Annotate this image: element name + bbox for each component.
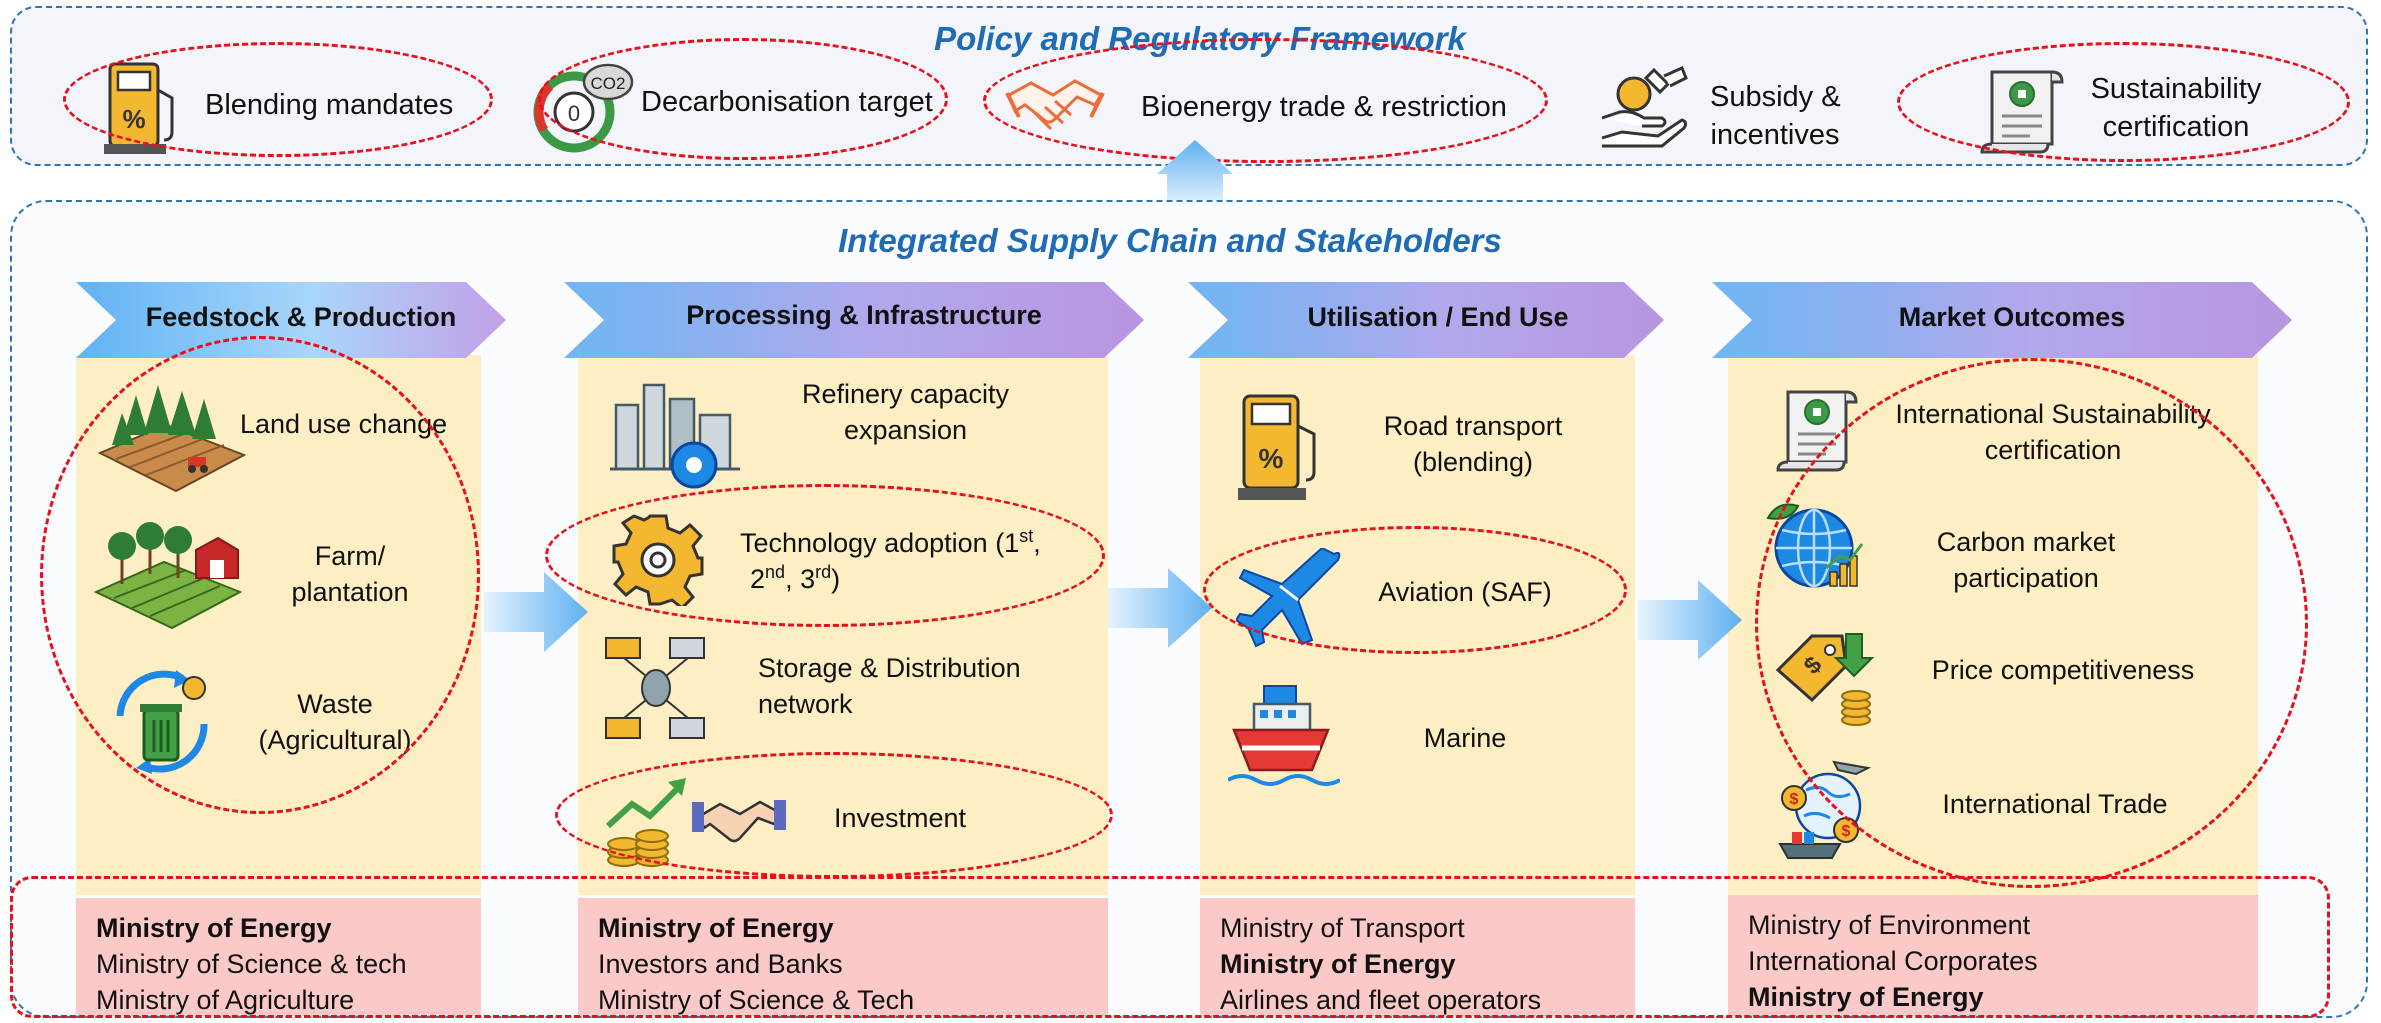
market-stakeholders: Ministry of Environment International Co… [1728,895,2258,1016]
market-highlight-ellipse [1755,358,2308,888]
stakeholder-name: Ministry of Energy [1748,982,1984,1012]
global-trade-icon: $ $ [1778,760,1872,859]
supply-chain-title: Integrated Supply Chain and Stakeholders [838,222,1502,259]
feedstock-highlight-ellipse [40,336,480,814]
svg-text:%: % [1259,443,1284,474]
stakeholders-highlight-box [10,876,2330,1018]
flow-arrow [1108,568,1212,648]
processing-header-chevron [564,282,1144,358]
stakeholder-name: Ministry of Transport [1220,913,1465,943]
feedstock-stakeholders: Ministry of Energy Ministry of Science &… [76,898,481,1016]
stakeholder-name: Ministry of Environment [1748,910,2031,940]
coin-hand-icon [1601,66,1688,148]
stakeholder-name: Ministry of Agriculture [96,985,355,1015]
stakeholder-name: Ministry of Energy [598,913,834,943]
refinery-label-1: Refinery capacity [801,379,1010,409]
utilisation-header-chevron [1188,282,1664,358]
policy-highlight-ellipse [1897,42,2350,162]
utilisation-header-label: Utilisation / End Use [1307,302,1569,332]
ship-icon [1228,685,1340,786]
stakeholder-name: Ministry of Energy [96,913,332,943]
policy-highlight-ellipse [63,42,493,157]
investment-highlight-ellipse [555,752,1113,878]
stakeholder-name: Ministry of Science & Tech [598,985,915,1015]
storage-label-1: Storage & Distribution [758,653,1021,683]
flow-arrow [484,572,588,652]
market-header-chevron [1712,282,2292,358]
feedstock-header-chevron [76,282,506,358]
flow-arrow [1638,580,1742,660]
aviation-highlight-ellipse [1203,526,1627,654]
stakeholder-name: International Corporates [1748,946,2038,976]
distribution-network-icon [605,637,705,739]
policy-highlight-ellipse [983,38,1548,163]
utilisation-stakeholders: Ministry of Transport Ministry of Energy… [1200,898,1635,1016]
fuel-pump-icon: % [1238,394,1316,500]
storage-label-2: network [758,689,853,719]
refinery-icon [610,383,740,489]
processing-stakeholders: Ministry of Energy Investors and Banks M… [578,898,1108,1016]
road-transport-label-2: (blending) [1412,447,1534,477]
svg-text:$: $ [1790,791,1799,808]
stakeholder-name: Investors and Banks [598,949,843,979]
policy-subsidy-label-1: Subsidy & [1710,81,1841,113]
market-header-label: Market Outcomes [1898,302,2126,332]
marine-label: Marine [1423,723,1507,753]
technology-highlight-ellipse [545,484,1105,627]
up-flow-arrow [1157,140,1233,208]
stakeholder-name: Ministry of Science & tech [96,949,407,979]
policy-subsidy-label-2: incentives [1710,119,1840,151]
feedstock-header-label: Feedstock & Production [145,302,457,332]
policy-highlight-ellipse [538,38,948,160]
svg-text:$: $ [1842,823,1851,840]
processing-header-label: Processing & Infrastructure [686,300,1042,330]
stakeholder-name: Airlines and fleet operators [1220,985,1542,1015]
refinery-label-2: expansion [843,415,968,445]
stakeholder-name: Ministry of Energy [1220,949,1456,979]
road-transport-label-1: Road transport [1383,411,1563,441]
